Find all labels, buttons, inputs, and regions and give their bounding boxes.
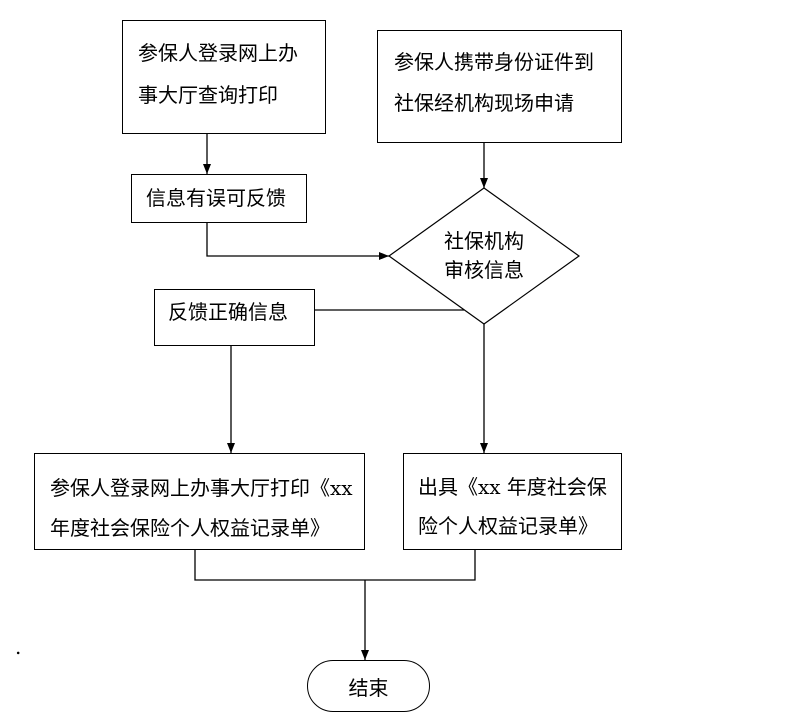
- error-feedback-box: 信息有误可反馈: [131, 174, 307, 223]
- issue-record-label-line-2: 险个人权益记录单》: [418, 514, 598, 538]
- online-print-label-line-2: 年度社会保险个人权益记录单》: [50, 516, 330, 540]
- end-label: 结束: [348, 675, 389, 700]
- onsite-application-label-line-1: 参保人携带身份证件到: [394, 50, 594, 74]
- review-decision-label: 社保机构 审核信息: [389, 227, 579, 285]
- review-decision-label-line-1: 社保机构: [444, 229, 524, 253]
- onsite-application-label-line-2: 社保经机构现场申请: [394, 91, 574, 115]
- end-terminal: 结束: [307, 660, 430, 712]
- issue-record-box: 出具《xx 年度社会保 险个人权益记录单》: [403, 453, 622, 550]
- correct-feedback-label: 反馈正确信息: [168, 300, 288, 324]
- line-merge-outputs: [194, 550, 476, 581]
- correct-feedback-box: 反馈正确信息: [154, 289, 315, 346]
- margin-dot: .: [15, 635, 22, 659]
- online-query-label-line-2: 事大厅查询打印: [138, 83, 278, 107]
- online-query-label-line-1: 参保人登录网上办: [138, 41, 298, 65]
- online-print-box: 参保人登录网上办事大厅打印《xx 年度社会保险个人权益记录单》: [34, 453, 365, 550]
- error-feedback-label: 信息有误可反馈: [146, 186, 286, 210]
- online-print-label-line-1: 参保人登录网上办事大厅打印《xx: [50, 476, 353, 500]
- arrow-error-feedback-to-review: [206, 223, 389, 260]
- onsite-application-box: 参保人携带身份证件到 社保经机构现场申请: [377, 30, 622, 143]
- issue-record-label-line-1: 出具《xx 年度社会保: [418, 475, 607, 499]
- review-decision-label-line-2: 审核信息: [444, 258, 524, 282]
- online-query-box: 参保人登录网上办 事大厅查询打印: [122, 20, 326, 134]
